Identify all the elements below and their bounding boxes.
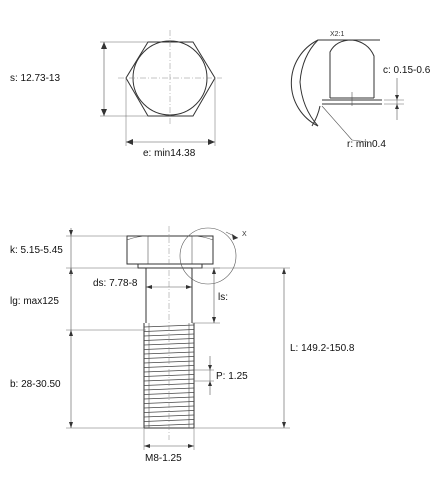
grip-length-label: lg: max125 [10,296,59,307]
bolt-side-view: X [10,226,355,464]
thread-crest-line [143,410,195,413]
chamfer-label: c: 0.15-0.6 [383,65,431,76]
detail-head-profile [329,39,375,98]
bolt-head [126,235,214,265]
thread-length-label: b: 28-30.50 [10,379,61,390]
radius-leader-line [321,105,353,141]
total-length-label: L: 149.2-150.8 [290,343,355,354]
head-height-label: k: 5.15-5.45 [10,245,63,256]
thread-crest-line [143,396,195,400]
detail-marker-label: X [242,231,247,238]
hexagon-outline [125,41,216,117]
thread-crest-line [143,333,195,337]
thread-crest-line [143,419,195,422]
thread-crest-line [143,374,195,377]
pitch-label: P: 1.25 [216,371,248,382]
detail-x-marker-circle [179,227,237,285]
hex-head-top-view: s: 12.73-13 e: min14.38 [10,30,222,159]
thread-size-label: M8-1.25 [145,453,182,464]
across-flats-label: s: 12.73-13 [10,73,60,84]
detail-scale-label: X2:1 [330,31,345,38]
shank-diameter-label: ds: 7.78-8 [93,278,138,289]
detail-view-x: X2:1 c: 0.15-0.6 r: min0.4 [290,31,431,150]
across-corners-label: e: min14.38 [143,148,196,159]
shank-length-label: ls: [218,292,228,303]
detail-boundary-arc [290,39,380,127]
radius-label: r: min0.4 [347,139,386,150]
thread-crest-line [143,356,195,359]
